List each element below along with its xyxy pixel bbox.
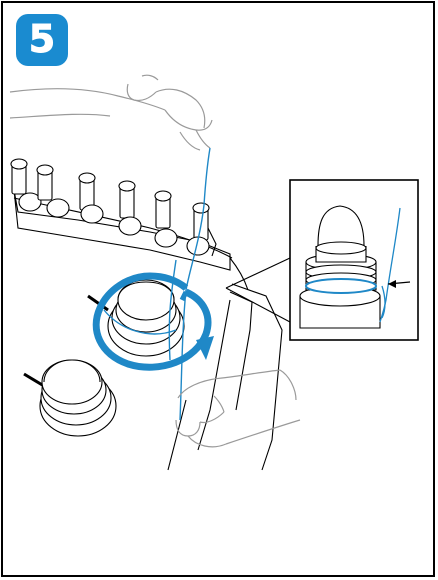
detail-inset	[290, 180, 418, 340]
upper-hand-sketch	[10, 75, 212, 150]
lower-hand-sketch	[176, 370, 300, 447]
lower-bobbin	[24, 360, 116, 436]
detail-callout-lines	[226, 258, 290, 322]
thread-tension-unit	[11, 159, 232, 270]
machine-body-outline	[168, 258, 282, 470]
